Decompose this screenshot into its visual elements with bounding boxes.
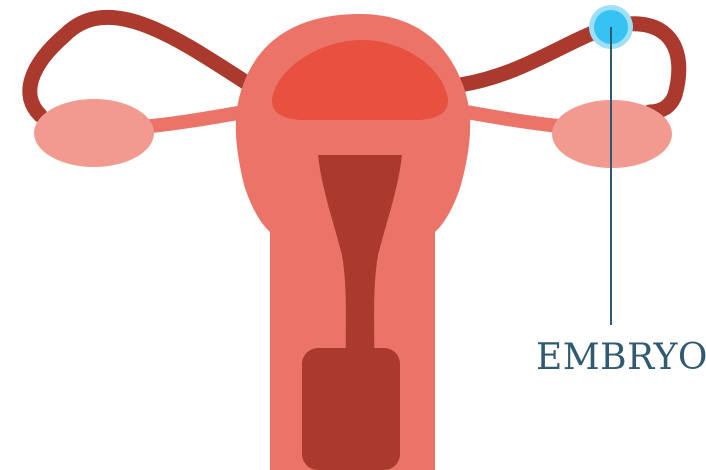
left-fallopian-tube xyxy=(30,17,250,115)
embryo-label: EMBRYO xyxy=(536,340,706,376)
left-ovary xyxy=(34,99,154,167)
cervix-block xyxy=(302,348,400,470)
right-fallopian-tube xyxy=(460,24,679,112)
